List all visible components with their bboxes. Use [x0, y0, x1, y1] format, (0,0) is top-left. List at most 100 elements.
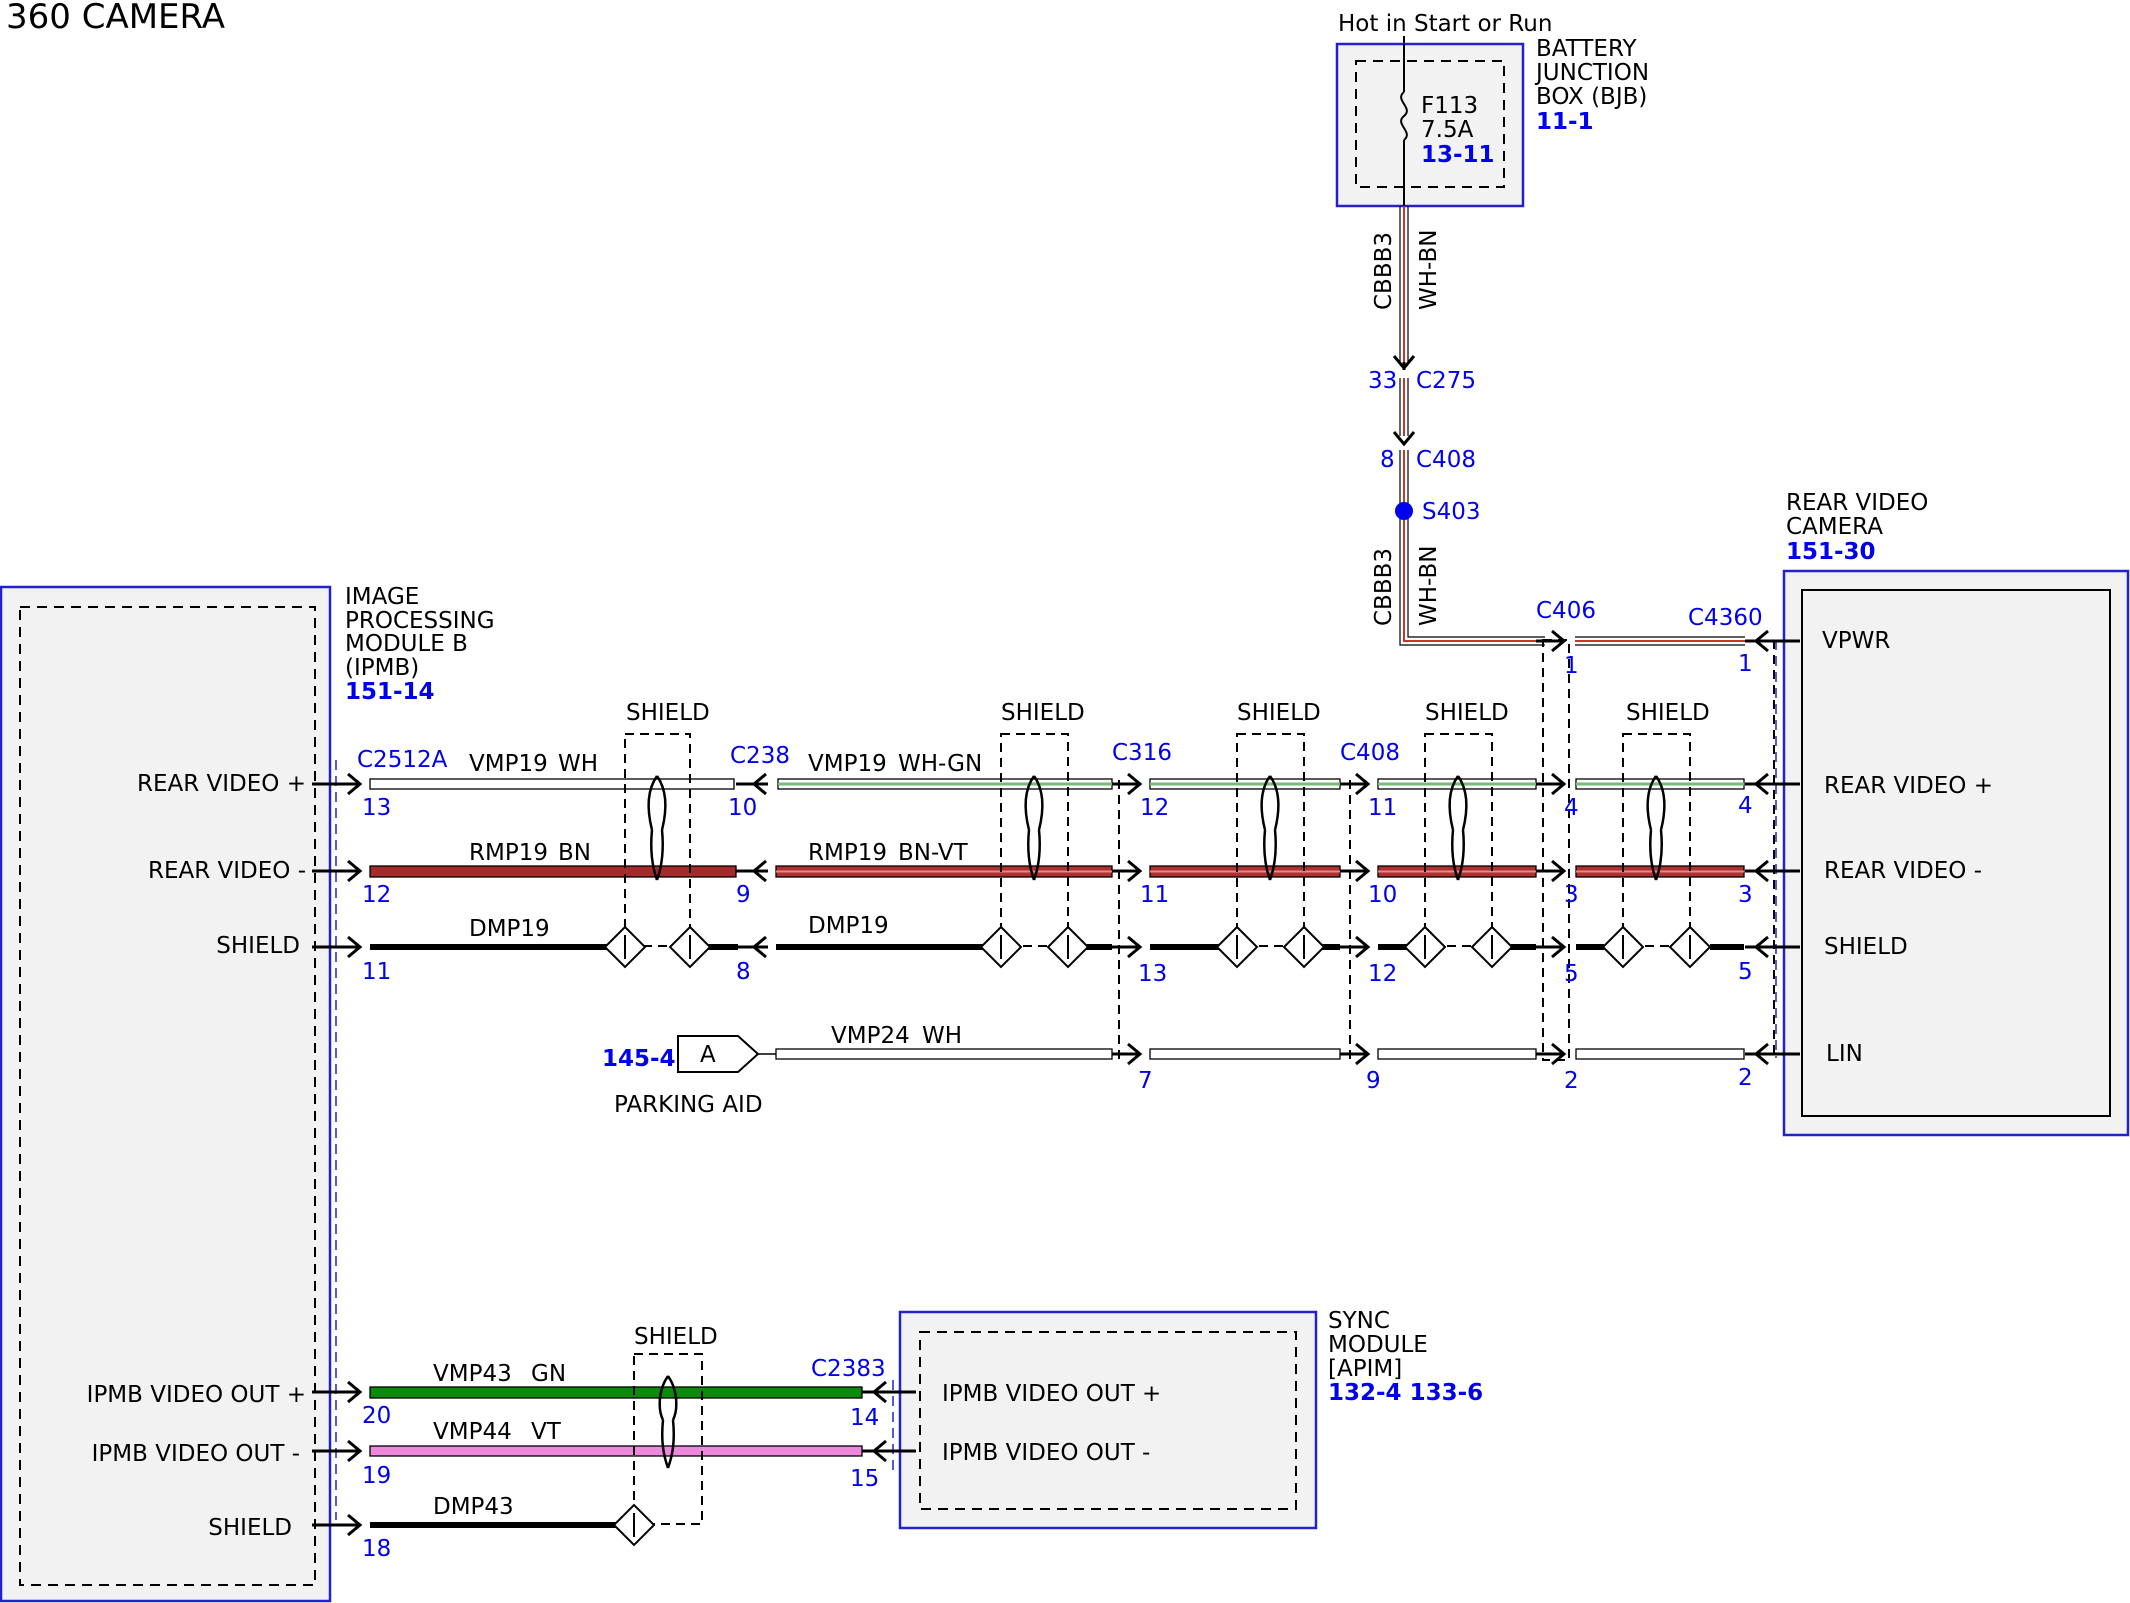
sync-box — [898, 1310, 1318, 1530]
power-wire: CBBB3 WH-BN CBBB3 WH-BN 33 C275 8 C408 S… — [1368, 206, 1745, 646]
wire-vmp24-color: WH — [922, 1023, 962, 1049]
fuse-id: F113 — [1421, 93, 1478, 119]
wire-vmp44-color: VT — [531, 1419, 562, 1445]
fuse-icon — [1400, 91, 1408, 141]
c408-top-pin: 8 — [1380, 447, 1395, 473]
offpage-connector-icon — [677, 1035, 760, 1073]
bjb-name-2: JUNCTION — [1534, 60, 1649, 86]
wire-lin — [775, 1048, 1745, 1060]
c238-pin-10: 10 — [728, 795, 757, 821]
c2383-label: C2383 — [811, 1356, 886, 1382]
lower-arrow-icons — [312, 1380, 916, 1537]
wire-rmp19-a-color: BN — [558, 840, 591, 866]
parking-aid-ref[interactable]: 145-4 — [602, 1046, 676, 1072]
bjb-name-1: BATTERY — [1536, 36, 1637, 62]
c2512a-pin-12: 12 — [362, 882, 391, 908]
rear-video-camera: REAR VIDEO CAMERA 151-30 VPWR REAR VIDEO… — [1775, 490, 2130, 1137]
bjb-name-3: BOX (BJB) — [1536, 84, 1647, 110]
connector-arrow-icons — [312, 629, 1800, 1066]
splice-label: S403 — [1422, 499, 1481, 525]
c406-pin-4: 4 — [1564, 795, 1579, 821]
c408-label: C408 — [1340, 740, 1400, 766]
wire-vmp43-color: GN — [531, 1361, 566, 1387]
wire-dmp43-circuit: DMP43 — [433, 1494, 514, 1520]
ipmb-pin-out-neg: IPMB VIDEO OUT - — [92, 1441, 300, 1467]
c316-pin-11: 11 — [1140, 882, 1169, 908]
fuse-rating: 7.5A — [1421, 117, 1474, 143]
sync-ref[interactable]: 132-4 133-6 — [1328, 1380, 1483, 1406]
c2512a-pin-19: 19 — [362, 1463, 391, 1489]
wire-vmp19-b-circuit: VMP19 — [808, 751, 887, 777]
c2512a-pin-11: 11 — [362, 959, 391, 985]
bjb-box — [1335, 42, 1525, 208]
ipmb-box — [0, 585, 332, 1603]
c275-label: C275 — [1416, 368, 1476, 394]
c2512a-pin-20: 20 — [362, 1403, 391, 1429]
ipmb-name-1: IMAGE — [345, 584, 419, 610]
twist-icon-lower — [658, 1375, 678, 1469]
c406-pin-2: 2 — [1564, 1068, 1579, 1094]
c4360-label: C4360 — [1688, 605, 1763, 631]
c408-pin-9: 9 — [1366, 1068, 1381, 1094]
wire-vmp44 — [369, 1445, 863, 1457]
c408-top-label: C408 — [1416, 447, 1476, 473]
c2512a-label: C2512A — [357, 747, 448, 773]
wire-vmp19-a-color: WH — [558, 751, 598, 777]
parking-aid-connector[interactable]: A 145-4 PARKING AID — [602, 1035, 776, 1118]
camera-ref[interactable]: 151-30 — [1786, 539, 1876, 565]
c4360-pin-5: 5 — [1738, 959, 1753, 985]
c316-pin-12: 12 — [1140, 795, 1169, 821]
parking-aid-label: PARKING AID — [614, 1092, 763, 1118]
wire-vmp19-b-color: WH-GN — [898, 751, 982, 777]
sync-name-3: [APIM] — [1328, 1356, 1402, 1382]
ipmb-name-4: (IPMB) — [345, 655, 419, 681]
fuse-ref[interactable]: 13-11 — [1421, 142, 1495, 168]
c4360-pin-4: 4 — [1738, 793, 1753, 819]
shield-enclosure-lower — [633, 1353, 703, 1525]
shield-label-5: SHIELD — [1626, 700, 1710, 726]
wire-vmp43-circuit: VMP43 — [433, 1361, 512, 1387]
shield-label-1: SHIELD — [626, 700, 710, 726]
ipmb-pin-rear-video-pos: REAR VIDEO + — [137, 771, 306, 797]
ipmb-module: IMAGE PROCESSING MODULE B (IPMB) 151-14 … — [0, 584, 495, 1603]
camera-name-1: REAR VIDEO — [1786, 490, 1928, 516]
sync-pin-out-pos: IPMB VIDEO OUT + — [942, 1381, 1161, 1407]
c406-pin-5: 5 — [1564, 961, 1579, 987]
c316-pin-13: 13 — [1138, 961, 1167, 987]
ipmb-pin-rear-video-neg: REAR VIDEO - — [148, 858, 306, 884]
twist-icons — [647, 775, 1666, 881]
camera-pin-rear-video-pos: REAR VIDEO + — [1824, 773, 1993, 799]
power-wire-color-lower: WH-BN — [1416, 546, 1442, 627]
ipmb-pin-out-pos: IPMB VIDEO OUT + — [87, 1382, 306, 1408]
camera-pin-lin: LIN — [1826, 1041, 1863, 1067]
c406-pin-3: 3 — [1564, 882, 1579, 908]
power-wire-color: WH-BN — [1416, 230, 1442, 311]
parking-aid-letter: A — [700, 1042, 716, 1068]
power-wire-circuit: CBBB3 — [1371, 232, 1397, 310]
sync-pin-out-neg: IPMB VIDEO OUT - — [942, 1440, 1150, 1466]
c4360-pin-2: 2 — [1738, 1065, 1753, 1091]
shield-label-3: SHIELD — [1237, 700, 1321, 726]
c2383-pin-14: 14 — [850, 1405, 879, 1431]
ipmb-name-2: PROCESSING — [345, 608, 495, 634]
wire-vmp19-a-circuit: VMP19 — [469, 751, 548, 777]
shield-enclosures — [624, 733, 1691, 947]
c2512a-pin-18: 18 — [362, 1536, 391, 1562]
bjb-ref[interactable]: 11-1 — [1536, 109, 1594, 135]
diagram-title: 360 CAMERA — [6, 0, 225, 37]
wire-rmp19-a-circuit: RMP19 — [469, 840, 548, 866]
c406-label: C406 — [1536, 598, 1596, 624]
ipmb-pin-shield-2: SHIELD — [208, 1515, 292, 1541]
sync-module: SYNC MODULE [APIM] 132-4 133-6 IPMB VIDE… — [892, 1308, 1483, 1530]
c2512a-pin-13: 13 — [362, 795, 391, 821]
shield-drain-diamond-lower — [612, 1503, 656, 1547]
ipmb-ref[interactable]: 151-14 — [345, 679, 435, 705]
power-wire-circuit-lower: CBBB3 — [1371, 548, 1397, 626]
camera-box — [1782, 569, 2130, 1137]
wire-vmp43 — [369, 1386, 863, 1399]
c238-label: C238 — [730, 743, 790, 769]
c408-top-arrow-icon — [1392, 431, 1416, 447]
wire-vmp24-circuit: VMP24 — [831, 1023, 910, 1049]
ipmb-name-3: MODULE B — [345, 631, 468, 657]
